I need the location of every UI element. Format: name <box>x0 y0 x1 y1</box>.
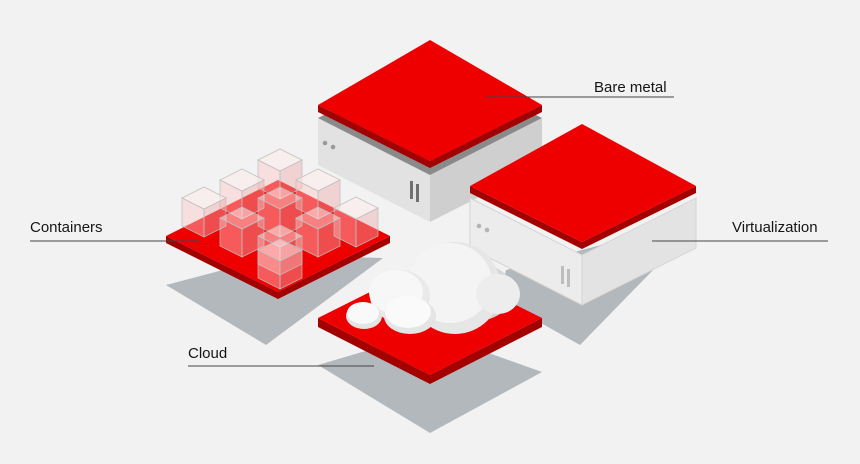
container-cube <box>257 148 303 200</box>
leader-lines <box>30 96 828 367</box>
bare-metal-led-icon <box>330 144 336 150</box>
container-cube <box>333 196 379 248</box>
container-cube <box>295 206 341 258</box>
bare-metal-label: Bare metal <box>594 79 667 96</box>
container-cube <box>219 168 265 220</box>
containers-label: Containers <box>30 219 103 236</box>
bare-metal-vent-icon <box>416 184 419 202</box>
cloud-label: Cloud <box>188 345 228 362</box>
virtualization-server <box>469 124 697 306</box>
virtualization-vent-icon <box>567 269 570 287</box>
containers-shadow <box>166 255 383 345</box>
virtualization-led-icon <box>484 227 490 233</box>
container-cubes <box>181 148 379 290</box>
container-cube <box>257 186 303 238</box>
container-cube <box>295 168 341 220</box>
bare-metal-red-top <box>318 40 542 161</box>
container-cube <box>181 186 227 238</box>
cloud-icon <box>346 242 520 334</box>
virtualization-label: Virtualization <box>732 219 818 236</box>
container-cube <box>257 238 303 290</box>
bare-metal-left-face <box>318 118 430 222</box>
bare-metal-right-face <box>430 118 542 222</box>
virtualization-vent-icon <box>561 266 564 284</box>
bare-metal-vent-icon <box>410 181 413 199</box>
container-cube <box>219 206 265 258</box>
virtualization-red-top <box>470 124 696 242</box>
bare-metal-led-icon <box>322 140 328 146</box>
bare-metal-server <box>318 40 542 222</box>
virtualization-right-face <box>581 197 697 306</box>
virtualization-led-icon <box>476 223 482 229</box>
